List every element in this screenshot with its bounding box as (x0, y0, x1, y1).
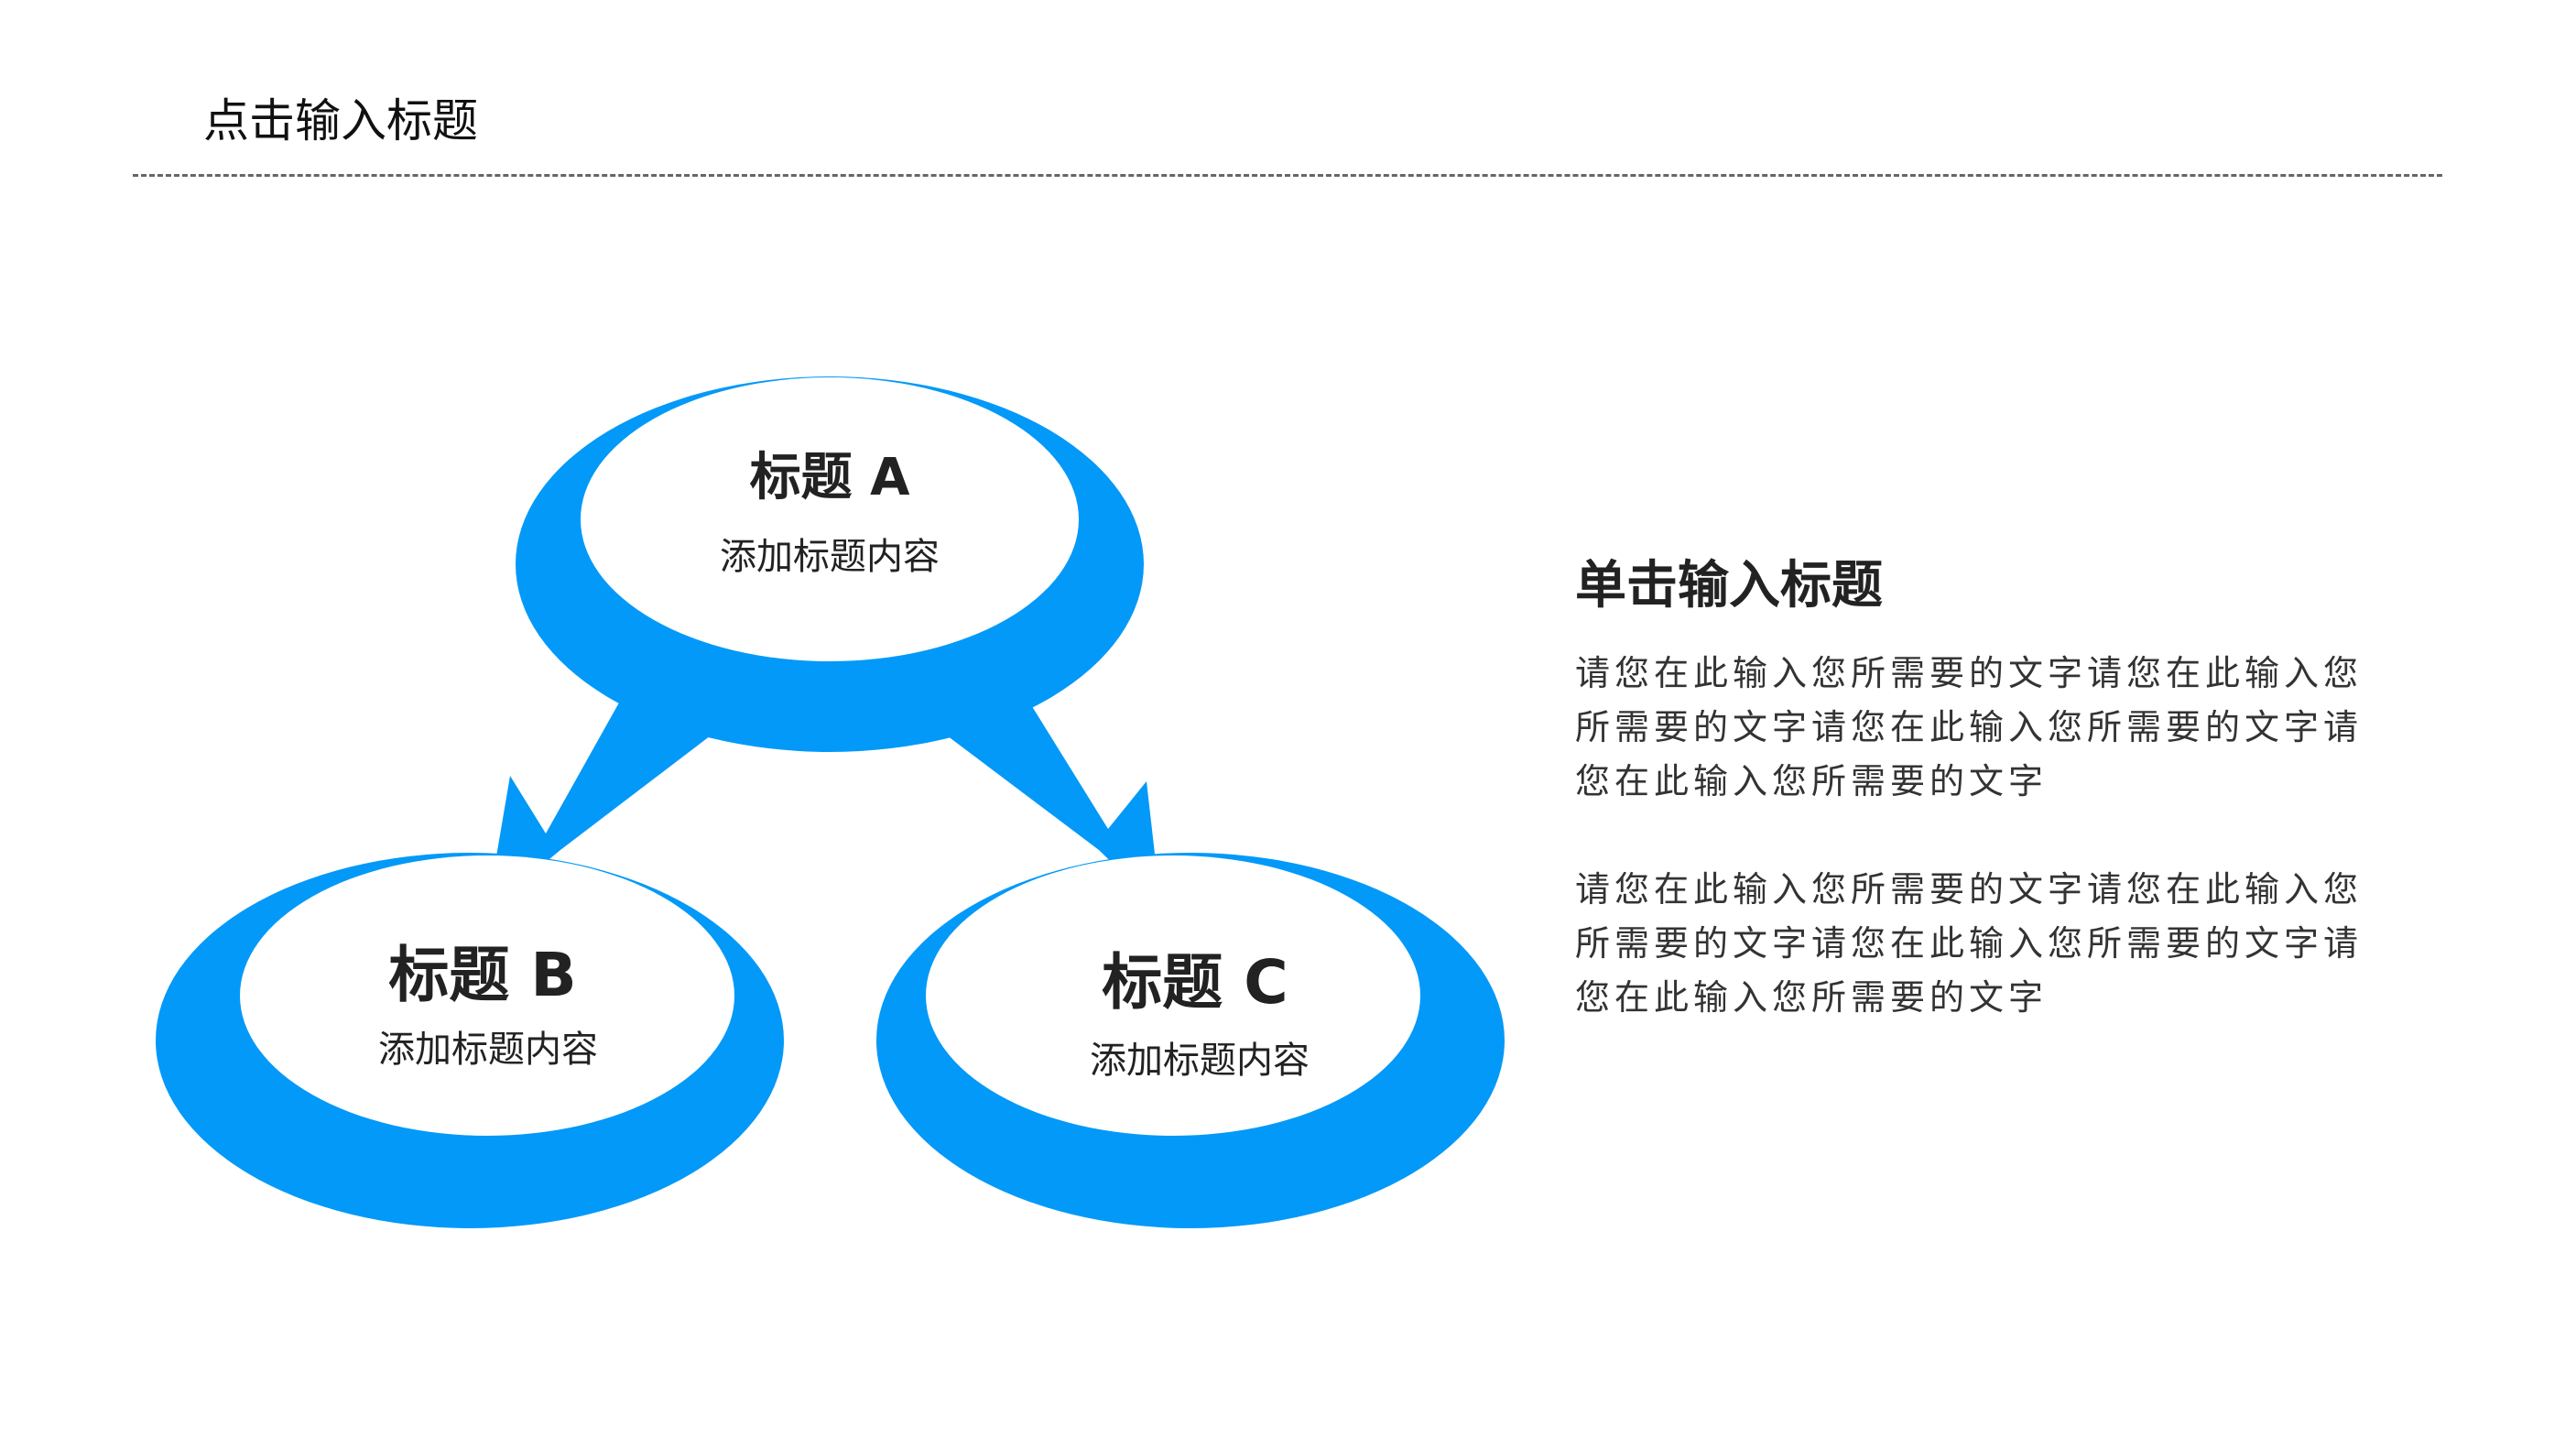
node-a-title[interactable]: 标题 A (749, 448, 910, 507)
diagram-shapes (156, 376, 1505, 1228)
node-a-inner (581, 377, 1079, 661)
node-b-inner (240, 855, 734, 1136)
node-a-desc[interactable]: 添加标题内容 (720, 536, 940, 578)
arrow-a-to-b (487, 696, 714, 910)
page-title[interactable]: 点击输入标题 (203, 94, 478, 147)
cycle-diagram: 标题 A 添加标题内容 标题 B 添加标题内容 标题 C 添加标题内容 (156, 376, 1505, 1228)
panel-paragraph-2[interactable]: 请您在此输入您所需要的文字请您在此输入您所需要的文字请您在此输入您所需要的文字请… (1575, 869, 2364, 1018)
node-b-title[interactable]: 标题 B (388, 940, 577, 1010)
node-c-title[interactable]: 标题 C (1102, 947, 1288, 1018)
arrow-a-to-c (943, 696, 1161, 910)
panel-title[interactable]: 单击输入标题 (1575, 556, 1883, 616)
panel-paragraph-1[interactable]: 请您在此输入您所需要的文字请您在此输入您所需要的文字请您在此输入您所需要的文字请… (1575, 653, 2364, 801)
node-c-desc[interactable]: 添加标题内容 (1090, 1040, 1310, 1082)
node-c-inner (926, 855, 1420, 1136)
header-divider (133, 174, 2442, 177)
node-b-desc[interactable]: 添加标题内容 (378, 1029, 598, 1071)
